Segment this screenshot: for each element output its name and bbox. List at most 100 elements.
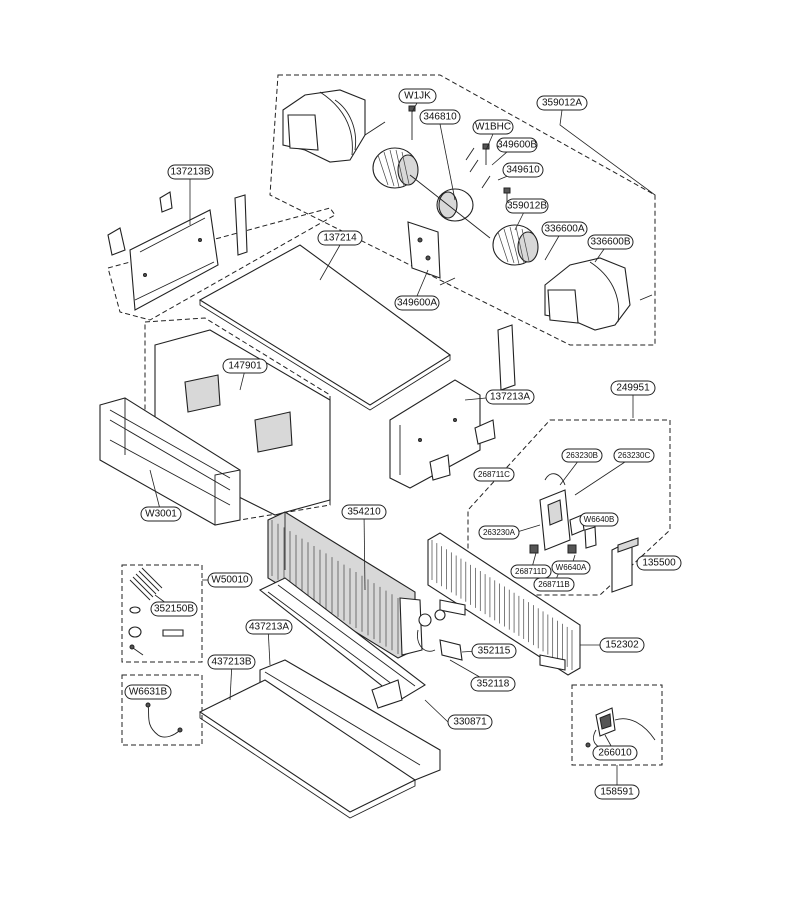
part-label-354210: 354210 <box>341 504 387 520</box>
svg-text:137213A: 137213A <box>490 392 530 403</box>
part-label-349610: 349610 <box>502 162 544 178</box>
svg-text:437213B: 437213B <box>211 657 251 668</box>
svg-text:W1JK: W1JK <box>404 91 431 102</box>
svg-text:352118: 352118 <box>477 679 510 690</box>
svg-text:135500: 135500 <box>642 558 676 569</box>
part-label-263230c: 263230C <box>613 448 655 463</box>
side-cover <box>611 537 639 593</box>
part-label-137213a: 137213A <box>485 389 535 405</box>
part-label-w1jk: W1JK <box>398 88 437 104</box>
svg-text:263230B: 263230B <box>566 451 598 460</box>
part-label-249951: 249951 <box>610 380 656 396</box>
blower-assembly-dashed-outline <box>269 74 656 346</box>
svg-text:330871: 330871 <box>453 717 487 728</box>
svg-text:158591: 158591 <box>600 787 634 798</box>
svg-text:249951: 249951 <box>616 383 650 394</box>
part-label-266010: 266010 <box>592 745 638 761</box>
svg-text:263230A: 263230A <box>483 528 516 537</box>
svg-text:354210: 354210 <box>347 507 381 518</box>
part-label-147901: 147901 <box>222 358 268 374</box>
part-label-352118: 352118 <box>470 676 516 692</box>
part-label-437213b: 437213B <box>207 654 256 670</box>
blower-housing-left <box>282 89 366 163</box>
part-label-359012b: 359012B <box>505 198 549 214</box>
blower-wheel-right <box>492 224 539 266</box>
svg-text:268711C: 268711C <box>478 470 510 479</box>
housing-dashed-outline <box>107 207 336 321</box>
svg-text:W6640B: W6640B <box>584 515 615 524</box>
svg-text:268711B: 268711B <box>538 580 569 589</box>
part-label-268711d: 268711D <box>510 564 552 579</box>
wire-harness-part <box>145 702 183 738</box>
svg-text:W50010: W50010 <box>211 575 249 586</box>
part-label-336600b: 336600B <box>587 234 634 250</box>
svg-text:349610: 349610 <box>506 165 540 176</box>
side-panel-right <box>389 324 516 489</box>
svg-text:152302: 152302 <box>605 640 639 651</box>
return-grille <box>427 532 581 676</box>
part-label-263230b: 263230B <box>561 448 603 463</box>
svg-text:W1BHC: W1BHC <box>475 122 511 133</box>
hardware-kit-parts <box>128 567 184 656</box>
part-label-w6640b: W6640B <box>579 512 619 527</box>
heat-exchanger-coil <box>267 511 423 659</box>
part-label-330871: 330871 <box>447 714 493 730</box>
svg-text:137213B: 137213B <box>170 167 210 178</box>
control-box <box>529 473 597 554</box>
part-label-268711c: 268711C <box>473 467 515 482</box>
svg-text:137214: 137214 <box>323 233 357 244</box>
part-label-w6631b: W6631B <box>124 684 172 700</box>
fastener-screws <box>364 105 653 301</box>
svg-text:263230C: 263230C <box>618 451 651 460</box>
part-label-268711b: 268711B <box>533 577 575 592</box>
svg-text:336600A: 336600A <box>544 224 584 235</box>
bottom-panel-437213b <box>198 679 417 819</box>
svg-text:352150B: 352150B <box>154 604 194 615</box>
blower-housing-right <box>544 257 631 331</box>
blower-wheel-left <box>372 147 419 189</box>
svg-text:W3001: W3001 <box>145 509 177 520</box>
part-label-137214: 137214 <box>317 230 363 246</box>
inlet-frame <box>99 397 241 526</box>
part-label-349600a: 349600A <box>394 295 440 311</box>
part-label-w1bhc: W1BHC <box>472 119 514 135</box>
pump-assembly-part <box>585 707 656 749</box>
part-label-352150b: 352150B <box>150 601 198 617</box>
valve-fittings <box>417 609 463 661</box>
svg-text:359012A: 359012A <box>542 98 582 109</box>
motor-mount-bracket <box>407 221 441 279</box>
part-label-336600a: 336600A <box>541 221 588 237</box>
svg-text:346810: 346810 <box>423 112 457 123</box>
part-label-w3001: W3001 <box>140 506 182 522</box>
svg-text:W6640A: W6640A <box>556 563 587 572</box>
svg-text:359012B: 359012B <box>507 201 547 212</box>
svg-text:352115: 352115 <box>478 646 511 657</box>
part-label-w50010: W50010 <box>207 572 253 588</box>
svg-text:349600A: 349600A <box>397 298 437 309</box>
part-label-135500: 135500 <box>636 555 682 571</box>
part-label-137213b: 137213B <box>167 164 214 180</box>
part-label-158591: 158591 <box>594 784 640 800</box>
part-label-346810: 346810 <box>419 109 461 125</box>
part-label-437213a: 437213A <box>245 619 293 635</box>
part-label-263230a: 263230A <box>478 525 520 540</box>
svg-text:349600B: 349600B <box>497 140 537 151</box>
svg-text:266010: 266010 <box>598 748 632 759</box>
part-label-359012a: 359012A <box>536 95 588 111</box>
blower-motor <box>409 174 491 239</box>
svg-text:437213A: 437213A <box>249 622 289 633</box>
drain-pan <box>258 577 426 709</box>
part-label-352115: 352115 <box>471 643 517 659</box>
svg-text:W6631B: W6631B <box>129 687 168 698</box>
part-label-349600b: 349600B <box>496 137 538 153</box>
hardware-kit-dashed-outline <box>121 564 203 663</box>
wire-harness-dashed-outline <box>121 674 203 746</box>
side-panel-left <box>107 191 248 311</box>
svg-text:336600B: 336600B <box>590 237 630 248</box>
svg-text:147901: 147901 <box>228 361 262 372</box>
part-label-152302: 152302 <box>599 637 645 653</box>
part-label-w6640a: W6640A <box>551 560 591 575</box>
top-panel <box>198 244 451 411</box>
svg-text:268711D: 268711D <box>515 567 547 576</box>
